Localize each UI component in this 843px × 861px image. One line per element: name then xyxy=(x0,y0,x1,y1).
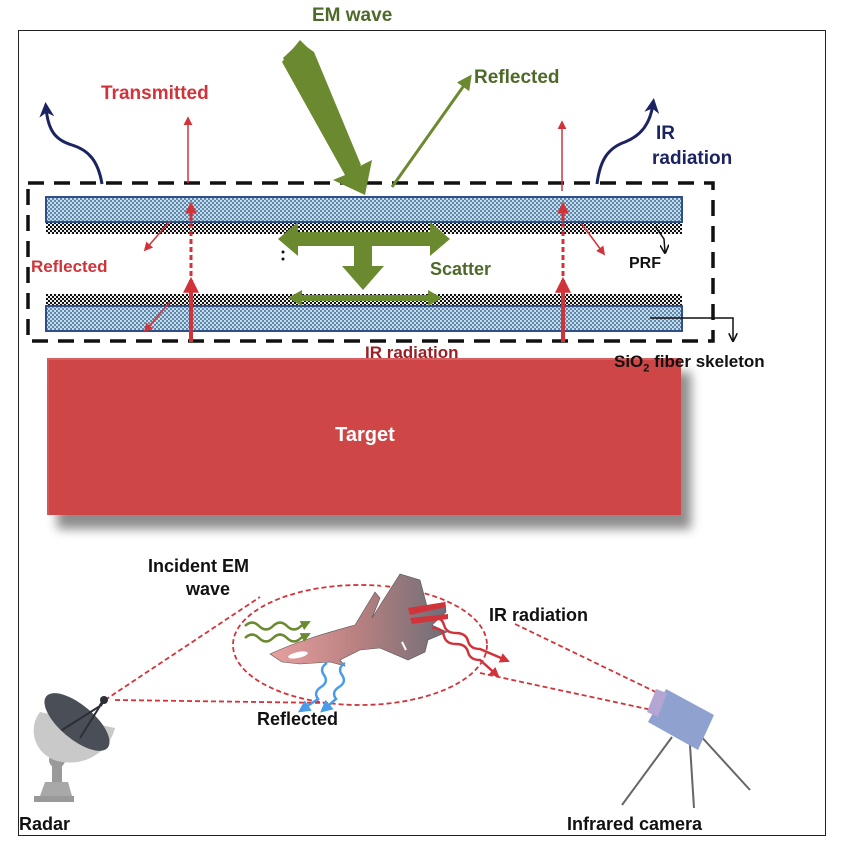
reflected-red-arrow-1 xyxy=(143,220,171,252)
composite-boundary xyxy=(26,181,715,343)
reflected-green-arrow xyxy=(390,74,472,188)
reflected-red-arrow-2 xyxy=(143,301,171,333)
figure-frame xyxy=(18,30,826,836)
reflected-label: Reflected xyxy=(257,709,339,729)
reflected-red-arrow-3 xyxy=(580,222,606,256)
target-label: Target xyxy=(335,424,395,446)
prf-layer-top xyxy=(46,223,682,234)
ir-wave-2 xyxy=(431,626,500,678)
ir-radiation-label: IR radiation xyxy=(489,605,589,625)
radar-beam-lower xyxy=(114,699,331,704)
prf-label: PRF xyxy=(629,255,661,272)
transmitted-label: Transmitted xyxy=(101,83,209,104)
reflected-wave-1 xyxy=(297,661,328,713)
ir-curve-arrow-right xyxy=(595,98,660,185)
infrared-camera-icon xyxy=(621,689,751,809)
incident-wave-2 xyxy=(244,632,311,643)
camera-beam-lower xyxy=(479,672,653,711)
ir-wave-1 xyxy=(431,615,510,663)
ir-top-label-line1: IR xyxy=(656,123,675,144)
radar-beam-upper xyxy=(104,596,261,701)
sio2-suffix: fiber skeleton xyxy=(649,352,765,371)
camera-beam-upper xyxy=(514,623,665,697)
target-zone-ellipse xyxy=(232,584,488,706)
sio2-pointer xyxy=(650,317,733,340)
reflected-red-label: Reflected xyxy=(31,257,108,276)
ir-radiation-bottom-label: IR radiation xyxy=(365,343,459,362)
sio2-prefix: SiO xyxy=(614,352,644,371)
target-block: Target xyxy=(47,358,681,515)
reflected-wave-2 xyxy=(320,661,346,713)
prf-pointer xyxy=(654,225,665,252)
reflected-green-label: Reflected xyxy=(474,67,560,88)
sio2-layer-top xyxy=(45,196,683,223)
sio2-layer-bottom xyxy=(45,305,683,332)
ir-curve-arrow-left xyxy=(39,102,104,185)
stealth-jet-icon xyxy=(269,573,448,667)
scatter-label: Scatter xyxy=(430,259,492,279)
em-wave-label: EM wave xyxy=(312,5,393,26)
incident-em-label-line1: Incident EM xyxy=(148,556,250,576)
infrared-camera-label: Infrared camera xyxy=(567,814,703,834)
scatter-arrows xyxy=(278,222,450,306)
incident-em-label-line2: wave xyxy=(186,579,231,599)
radar-label: Radar xyxy=(19,814,71,834)
ir-top-label-line2: radiation xyxy=(652,148,733,169)
radar-dish-icon xyxy=(33,693,115,802)
sio2-fiber-skeleton-label: SiO2 fiber skeleton xyxy=(614,353,765,374)
sio2-subscript: 2 xyxy=(643,362,650,375)
incident-wave-1 xyxy=(244,620,311,631)
